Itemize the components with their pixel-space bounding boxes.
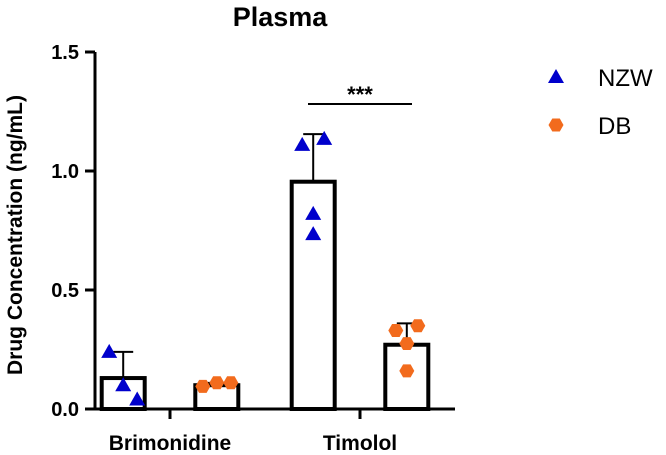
significance-label: ***	[347, 82, 373, 107]
y-tick-label: 1.5	[51, 42, 79, 64]
x-category-label: Brimonidine	[109, 432, 232, 455]
triangle-marker	[101, 343, 118, 358]
hexagon-marker	[223, 376, 239, 390]
y-tick-label: 0.5	[51, 280, 79, 302]
hexagon-marker	[399, 337, 415, 350]
triangle-marker	[294, 136, 311, 151]
annotations: ***	[308, 82, 412, 107]
x-category-label: Timolol	[323, 432, 397, 455]
legend-label: NZW	[598, 65, 653, 92]
y-tick-label: 0.0	[51, 399, 79, 421]
y-tick-label: 1.0	[51, 161, 79, 183]
hexagon-marker	[388, 324, 404, 337]
triangle-marker	[115, 377, 132, 392]
chart-title: Plasma	[233, 2, 329, 32]
bars	[99, 133, 431, 412]
legend-label: DB	[598, 113, 631, 140]
hexagon-marker	[399, 364, 415, 378]
y-axis-label: Drug Concentration (ng/mL)	[4, 95, 27, 375]
triangle-marker	[129, 391, 146, 406]
hexagon-marker	[410, 319, 426, 333]
triangle-marker	[305, 226, 322, 241]
hexagon-marker	[548, 118, 564, 132]
triangle-marker	[316, 130, 333, 145]
legend: NZW DB	[548, 65, 653, 140]
hexagon-marker	[209, 376, 225, 390]
triangle-marker	[305, 205, 322, 220]
data-points	[101, 130, 426, 406]
triangle-marker	[548, 69, 564, 83]
hexagon-marker	[195, 379, 211, 393]
